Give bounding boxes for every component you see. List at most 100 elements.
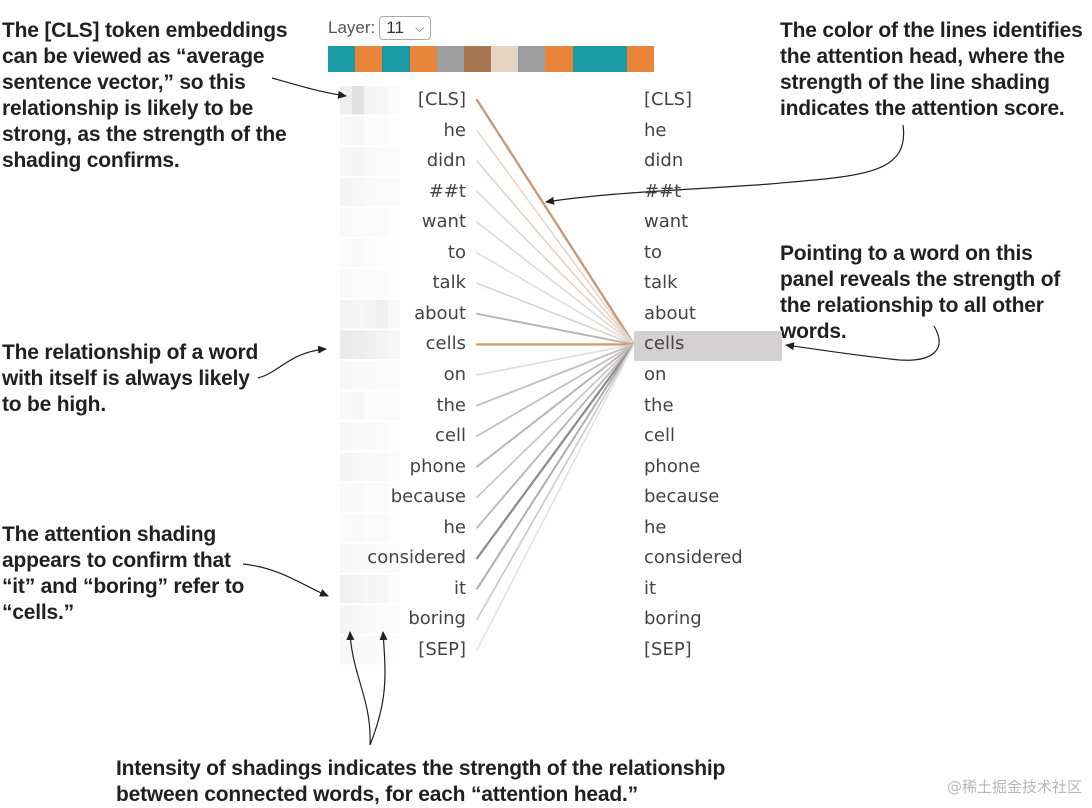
left-token[interactable]: want xyxy=(421,211,466,233)
attention-shade-cell xyxy=(364,178,376,207)
attention-shade-cell xyxy=(352,605,364,634)
attention-shade-cell xyxy=(376,483,388,512)
attention-head-6[interactable] xyxy=(463,46,492,72)
attention-shade-cell xyxy=(364,514,376,543)
left-token[interactable]: [SEP] xyxy=(418,638,466,660)
attention-shade-cell xyxy=(340,574,352,604)
right-token[interactable]: he xyxy=(644,119,667,141)
right-token[interactable]: about xyxy=(644,302,696,324)
attention-line xyxy=(476,312,635,346)
attention-line xyxy=(475,98,636,346)
attention-shade-cell xyxy=(364,208,376,237)
attention-shade-cell xyxy=(376,453,388,482)
right-token[interactable]: to xyxy=(644,241,663,263)
attention-shade-cell xyxy=(364,147,376,176)
attention-shade-cell xyxy=(376,514,388,543)
attention-head-2[interactable] xyxy=(355,46,383,72)
attention-head-1[interactable] xyxy=(328,46,356,72)
annotation-it-boring: The attention shading appears to confirm… xyxy=(2,523,245,624)
attention-line xyxy=(476,343,635,621)
attention-shade-cell xyxy=(376,117,388,146)
left-token[interactable]: considered xyxy=(367,547,466,569)
attention-shade-cell xyxy=(388,117,400,146)
left-token[interactable]: ##t xyxy=(428,180,466,202)
annotation-shading-intensity: Intensity of shadings indicates the stre… xyxy=(116,757,726,806)
attention-line xyxy=(476,343,635,529)
right-token[interactable]: ##t xyxy=(644,180,682,202)
attention-line xyxy=(476,251,635,346)
attention-head-12[interactable] xyxy=(626,46,655,72)
attention-line-group xyxy=(475,98,636,651)
right-token[interactable]: cell xyxy=(644,425,675,447)
attention-head-8[interactable] xyxy=(518,46,546,72)
attention-shade-cell xyxy=(364,392,376,421)
layer-select[interactable]: 11 ⌵ xyxy=(379,16,432,40)
attention-shade-cell xyxy=(352,147,364,176)
attention-line xyxy=(476,343,635,468)
selected-token-highlight xyxy=(634,331,782,361)
right-token[interactable]: it xyxy=(644,577,657,599)
attention-shade-cell xyxy=(364,574,376,604)
left-token[interactable]: on xyxy=(443,363,466,385)
attention-head-10[interactable] xyxy=(572,46,600,72)
right-token[interactable]: want xyxy=(644,211,689,233)
right-token[interactable]: the xyxy=(644,394,674,416)
attention-shade-cell xyxy=(352,239,364,268)
left-token[interactable]: the xyxy=(436,394,466,416)
attention-shade-cell xyxy=(352,361,364,390)
right-token[interactable]: didn xyxy=(644,150,684,172)
attention-shade-cell xyxy=(340,86,352,115)
left-token[interactable]: because xyxy=(390,486,466,508)
callout-arrow-col1 xyxy=(346,631,371,746)
attention-line xyxy=(476,160,635,346)
attention-head-9[interactable] xyxy=(545,46,573,72)
attention-shade-cell xyxy=(352,483,364,512)
watermark: @稀土掘金技术社区 xyxy=(946,778,1082,796)
right-token[interactable]: cells xyxy=(644,333,685,355)
attention-shade-cell xyxy=(340,514,352,543)
left-token[interactable]: it xyxy=(453,577,466,599)
left-token[interactable]: cells xyxy=(425,333,466,355)
right-token[interactable]: [SEP] xyxy=(644,638,692,660)
attention-shade-cell xyxy=(364,605,376,634)
attention-shade-cell xyxy=(376,422,388,451)
right-token[interactable]: considered xyxy=(644,547,743,569)
attention-shade-cell xyxy=(388,239,400,268)
attention-shade-cell xyxy=(340,208,352,237)
left-token[interactable]: [CLS] xyxy=(417,89,466,110)
attention-head-7[interactable] xyxy=(491,46,519,72)
attention-shade-cell xyxy=(364,299,376,329)
left-token[interactable]: he xyxy=(443,516,466,538)
attention-line xyxy=(476,129,635,346)
attention-shade-cell xyxy=(376,361,388,390)
left-token[interactable]: phone xyxy=(409,455,466,477)
attention-shade-cell xyxy=(388,300,400,329)
attention-head-4[interactable] xyxy=(409,46,437,72)
left-token[interactable]: didn xyxy=(426,150,466,172)
attention-shade-cell xyxy=(352,574,364,604)
right-token[interactable]: boring xyxy=(644,608,702,630)
attention-shade-cell xyxy=(364,117,376,146)
callout-arrow-cls xyxy=(271,77,347,99)
right-token[interactable]: talk xyxy=(644,272,678,294)
left-token[interactable]: talk xyxy=(432,272,466,294)
left-token[interactable]: to xyxy=(447,241,466,263)
right-token[interactable]: phone xyxy=(644,455,701,477)
left-token[interactable]: he xyxy=(443,119,466,141)
left-token[interactable]: boring xyxy=(408,608,466,630)
right-token[interactable]: [CLS] xyxy=(644,89,693,110)
attention-head-3[interactable] xyxy=(382,46,410,72)
attention-line xyxy=(476,343,635,651)
right-token[interactable]: because xyxy=(644,486,720,508)
attention-head-11[interactable] xyxy=(599,46,627,72)
attention-line xyxy=(476,343,635,499)
attention-line xyxy=(476,343,635,376)
left-token[interactable]: about xyxy=(414,302,466,324)
attention-head-5[interactable] xyxy=(436,46,464,72)
right-token[interactable]: on xyxy=(644,363,667,385)
attention-shade-cell xyxy=(376,208,388,237)
right-token[interactable]: he xyxy=(644,516,667,538)
attention-shade-cell xyxy=(364,239,376,268)
left-token[interactable]: cell xyxy=(435,425,466,447)
